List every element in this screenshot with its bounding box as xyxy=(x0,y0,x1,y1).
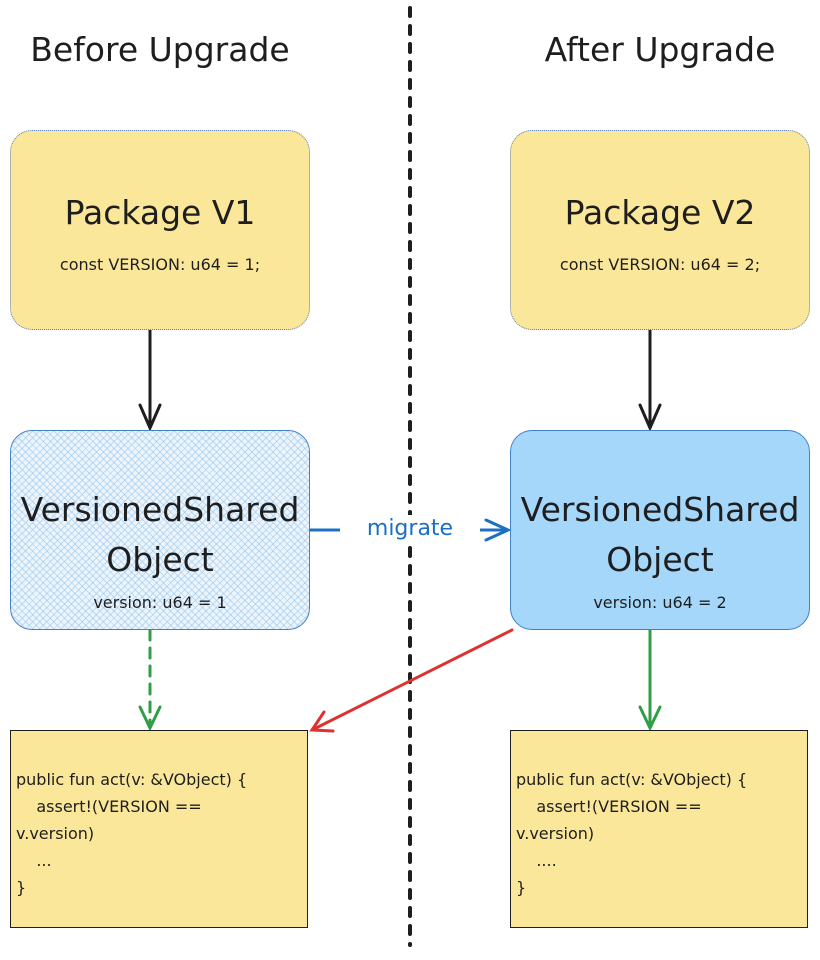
object-v2-version: version: u64 = 2 xyxy=(593,593,727,612)
object-v1-box: VersionedShared Object version: u64 = 1 xyxy=(10,430,310,630)
code-line: assert!(VERSION == xyxy=(516,797,702,816)
package-v2-box: Package V2 const VERSION: u64 = 2; xyxy=(510,130,810,330)
object-v2-title: VersionedShared Object xyxy=(511,485,809,585)
heading-before-upgrade: Before Upgrade xyxy=(30,30,290,69)
object-v1-title: VersionedShared Object xyxy=(11,485,309,585)
package-v2-const: const VERSION: u64 = 2; xyxy=(559,255,761,274)
code-line: public fun act(v: &VObject) { xyxy=(516,770,748,789)
arrow-pkg-v2-to-object-v2 xyxy=(638,328,662,432)
code-line: } xyxy=(516,878,527,897)
object-v2-box: VersionedShared Object version: u64 = 2 xyxy=(510,430,810,630)
package-v1-box: Package V1 const VERSION: u64 = 1; xyxy=(10,130,310,330)
object-v2-title-line1: VersionedShared xyxy=(520,490,800,529)
arrow-object-v1-to-code-dashed xyxy=(138,628,162,732)
object-v1-title-line1: VersionedShared xyxy=(20,490,300,529)
code-line: v.version) xyxy=(516,824,595,843)
code-line: public fun act(v: &VObject) { xyxy=(16,770,248,789)
code-line: v.version) xyxy=(16,824,95,843)
package-v1-const: const VERSION: u64 = 1; xyxy=(59,255,261,274)
object-v1-title-line2: Object xyxy=(106,540,214,579)
arrow-object-v2-to-code-v1 xyxy=(309,628,514,733)
heading-after-upgrade: After Upgrade xyxy=(544,30,776,69)
package-v1-title: Package V1 xyxy=(64,193,256,232)
migrate-label: migrate xyxy=(340,515,480,543)
code-line: assert!(VERSION == xyxy=(16,797,202,816)
code-line: .... xyxy=(516,851,557,870)
code-block-v1: public fun act(v: &VObject) { assert!(VE… xyxy=(10,730,308,928)
code-block-v2: public fun act(v: &VObject) { assert!(VE… xyxy=(510,730,808,928)
arrow-object-v2-to-code xyxy=(638,628,662,732)
code-line: } xyxy=(16,878,27,897)
object-v2-title-line2: Object xyxy=(606,540,714,579)
code-line: ... xyxy=(16,851,52,870)
arrow-pkg-v1-to-object-v1 xyxy=(138,328,162,432)
object-v1-version: version: u64 = 1 xyxy=(93,593,227,612)
package-v2-title: Package V2 xyxy=(564,193,756,232)
